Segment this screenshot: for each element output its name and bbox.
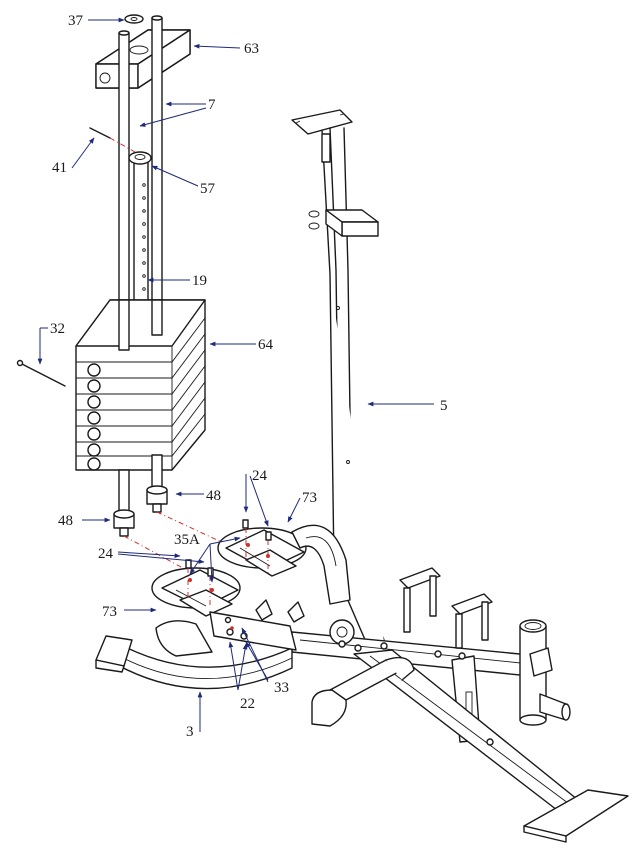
- callout-5: 5: [440, 398, 448, 414]
- long-bolt: [16, 359, 66, 387]
- callout-57: 57: [200, 181, 216, 197]
- lower-rod-right: [151, 454, 163, 491]
- selector-rod: [133, 154, 149, 319]
- callout-64: 64: [258, 337, 274, 353]
- callout-leaders: [37, 17, 434, 732]
- callout-3: 3: [186, 724, 194, 740]
- washer: [124, 14, 144, 24]
- callout-73-rear: 73: [302, 490, 317, 506]
- front-base-tube: [95, 620, 293, 690]
- foot-plate-front: [151, 567, 305, 651]
- callout-63: 63: [244, 41, 259, 57]
- callout-22: 22: [240, 696, 255, 712]
- weight-stack: [75, 299, 206, 471]
- callout-24-top: 24: [252, 468, 268, 484]
- callout-48-left: 48: [58, 513, 73, 529]
- pin: [89, 127, 111, 139]
- base-frame: [291, 567, 629, 843]
- callout-37: 37: [68, 13, 84, 29]
- lower-rod-left: [118, 469, 130, 516]
- callout-41: 41: [52, 160, 67, 176]
- bumper-right: [146, 485, 168, 513]
- callout-24-left: 24: [98, 546, 114, 562]
- bumper-left: [113, 509, 135, 537]
- callout-33: 33: [274, 680, 289, 696]
- callout-labels: 37 63 7 41 57 19 32 64 5 24 73 48 48 35A…: [50, 13, 448, 740]
- callout-35a: 35A: [174, 532, 200, 548]
- top-plate: [95, 29, 191, 89]
- assembly-markers: [188, 543, 270, 630]
- callout-73-front: 73: [102, 604, 117, 620]
- callout-48-right: 48: [206, 488, 221, 504]
- callout-7: 7: [208, 97, 216, 113]
- callout-32: 32: [50, 321, 65, 337]
- callout-19: 19: [192, 273, 207, 289]
- bushing: [128, 151, 152, 165]
